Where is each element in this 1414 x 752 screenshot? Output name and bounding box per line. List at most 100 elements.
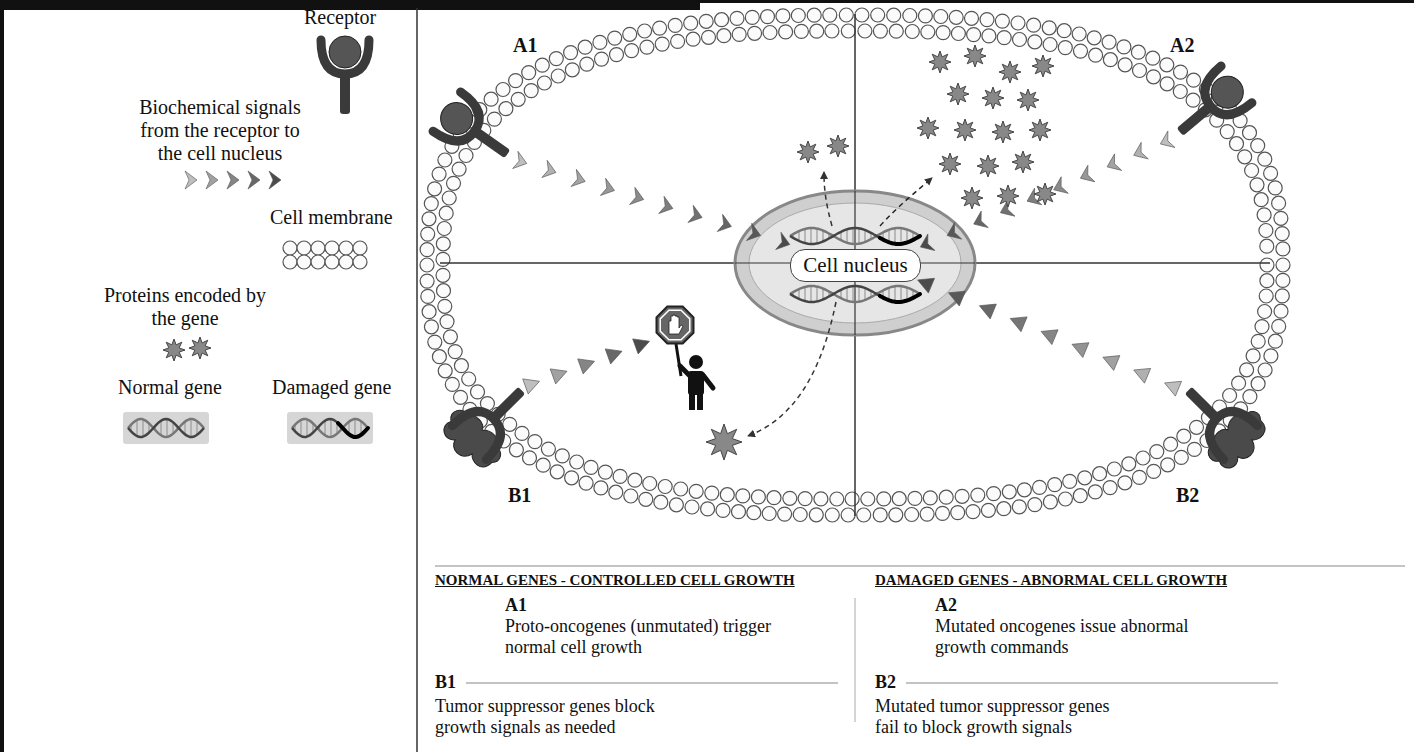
quadrant-label: A2 — [1170, 34, 1194, 57]
dna-strand — [128, 419, 204, 437]
membrane-bead — [655, 37, 669, 51]
membrane-bead — [454, 359, 468, 373]
membrane-bead — [809, 508, 823, 522]
membrane-bead — [536, 458, 550, 472]
signal-chevron — [997, 200, 1015, 221]
membrane-bead — [1161, 458, 1175, 472]
membrane-bead — [778, 507, 792, 521]
membrane-bead — [905, 25, 919, 39]
membrane-bead — [579, 476, 593, 490]
membrane-bead — [580, 57, 594, 71]
membrane-bead — [1254, 193, 1268, 207]
signal-triangle — [1100, 350, 1120, 371]
membrane-bead — [1063, 474, 1077, 488]
receptor-cup — [433, 92, 488, 151]
receptor-cup — [321, 40, 369, 74]
signal-chevron — [227, 171, 239, 189]
membrane-bead — [705, 486, 719, 500]
membrane-bead — [793, 508, 807, 522]
caption-text: Proto-oncogenes (unmutated) trigger norm… — [505, 616, 825, 657]
membrane-bead — [1074, 44, 1088, 58]
membrane-bead — [613, 469, 627, 483]
membrane-bead — [1260, 258, 1274, 272]
membrane-bead — [638, 24, 652, 38]
membrane-bead — [1177, 429, 1191, 443]
membrane-bead — [720, 488, 734, 502]
membrane-bead — [1042, 21, 1056, 35]
membrane-bead — [550, 465, 564, 479]
membrane-bead — [1260, 274, 1274, 288]
membrane-bead — [1268, 334, 1282, 348]
membrane-bead — [509, 74, 523, 88]
signal-chevron — [571, 169, 588, 190]
receptor-stem — [1177, 101, 1216, 136]
dna-strand — [790, 228, 920, 244]
membrane-bead — [1132, 470, 1146, 484]
signal-chevron — [1157, 131, 1175, 152]
membrane-bead — [625, 44, 639, 58]
membrane-bead — [839, 8, 853, 22]
nucleus-envelope — [735, 191, 975, 335]
nucleus-label: Cell nucleus — [790, 249, 921, 282]
membrane-bead — [1087, 31, 1101, 45]
membrane-bead — [745, 10, 759, 24]
membrane-bead — [1260, 239, 1274, 253]
membrane-bead — [653, 21, 667, 35]
legend-text: Damaged gene — [272, 376, 391, 399]
dna-strand — [292, 419, 368, 437]
membrane-bead — [1220, 125, 1234, 139]
membrane-bead — [1272, 196, 1286, 210]
membrane-bead — [967, 28, 981, 42]
membrane-bead — [889, 508, 903, 522]
membrane-bead — [452, 162, 466, 176]
membrane-bead — [448, 345, 462, 359]
membrane-bead — [951, 27, 965, 41]
membrane-bead — [1190, 420, 1204, 434]
signal-chevron — [206, 171, 218, 189]
membrane-bead — [748, 26, 762, 40]
membrane-bead — [939, 490, 953, 504]
membrane-bead — [830, 492, 844, 506]
membrane-bead — [955, 489, 969, 503]
protein — [1012, 151, 1034, 173]
base-pair — [810, 228, 811, 244]
membrane-bead — [639, 492, 653, 506]
signal-chevron — [513, 151, 530, 172]
membrane-bead — [1107, 462, 1121, 476]
protein — [982, 87, 1004, 109]
signal-chevron — [248, 171, 260, 189]
caption-key: A1 — [505, 595, 527, 616]
membrane-bead — [841, 24, 855, 38]
signal-triangle — [976, 298, 996, 319]
protein — [929, 51, 951, 73]
membrane-bead — [877, 492, 891, 506]
membrane-bead — [997, 502, 1011, 516]
membrane-bead — [1174, 450, 1188, 464]
signal-chevron — [659, 196, 676, 217]
membrane-bead — [702, 30, 716, 44]
membrane-bead — [776, 9, 790, 23]
membrane-bead — [1268, 181, 1282, 195]
membrane-bead — [747, 506, 761, 520]
membrane-bead — [565, 63, 579, 77]
membrane-bead — [283, 241, 297, 255]
membrane-bead — [440, 315, 454, 329]
protein — [917, 117, 939, 139]
dna-strand — [292, 419, 368, 437]
membrane-bead — [1272, 319, 1286, 333]
membrane-bead — [823, 8, 837, 22]
base-pair — [858, 286, 859, 301]
signal-triangle — [523, 374, 543, 394]
membrane-bead — [1264, 166, 1278, 180]
membrane-bead — [598, 465, 612, 479]
membrane-bead — [1258, 152, 1272, 166]
membrane-bead — [1164, 437, 1178, 451]
membrane-bead — [1146, 51, 1160, 65]
expression-arrow — [880, 178, 932, 226]
membrane-bead — [438, 153, 452, 167]
base-pair — [864, 230, 865, 242]
membrane-bead — [1275, 289, 1289, 303]
base-pair — [864, 288, 865, 300]
gene-band — [123, 412, 209, 444]
cell — [420, 8, 1290, 522]
